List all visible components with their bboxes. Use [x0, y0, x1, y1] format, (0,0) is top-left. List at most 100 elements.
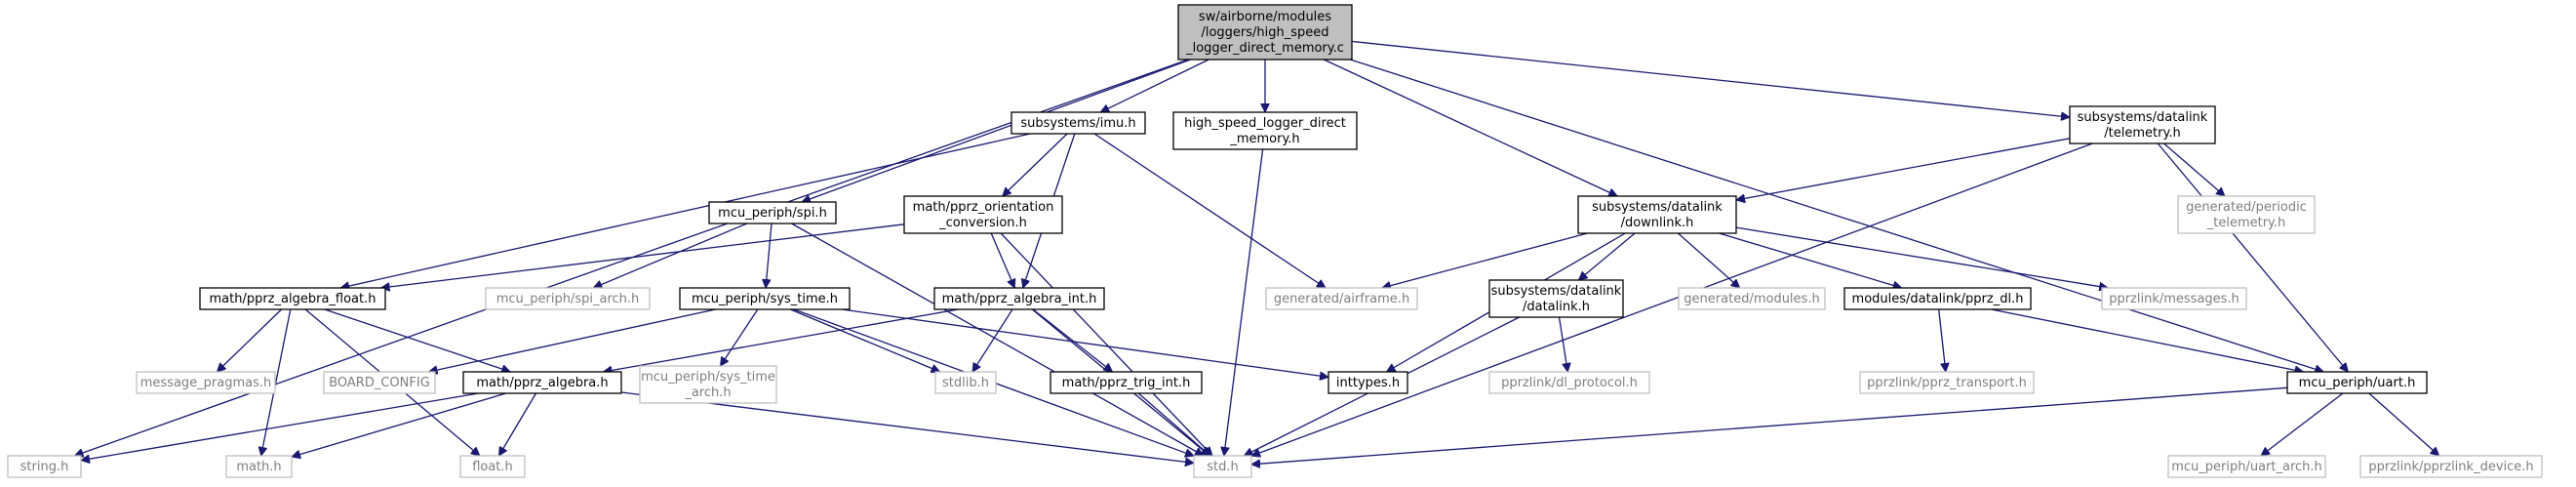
node-downlink[interactable]: subsystems/datalink/downlink.h [1577, 195, 1737, 234]
node-label: std.h [1207, 460, 1239, 474]
node-std: std.h [1193, 455, 1252, 478]
node-label: /datalink.h [1523, 300, 1590, 314]
edge-root-to-uart [1350, 59, 2323, 372]
node-box [1050, 371, 1203, 394]
edge-algint-to-alg [604, 308, 959, 372]
node-label: pprzlink/messages.h [2109, 292, 2239, 306]
node-label: inttypes.h [1336, 376, 1400, 390]
node-label: stdlib.h [942, 376, 989, 390]
node-label: high_speed_logger_direct [1184, 116, 1346, 131]
node-uart[interactable]: mcu_periph/uart.h [2286, 371, 2428, 394]
node-spi[interactable]: mcu_periph/spi.h [708, 201, 837, 224]
node-float: float.h [459, 455, 526, 478]
node-box [2069, 105, 2216, 144]
edge-spi-to-spiarch [593, 223, 748, 288]
edge-orient-to-std [1000, 232, 1212, 456]
node-label: _arch.h [684, 386, 731, 400]
edge-uart-to-std [1251, 386, 2288, 465]
node-messages: pprzlink/messages.h [2101, 287, 2247, 310]
node-airframe: generated/airframe.h [1265, 287, 1418, 310]
edge-pprzdl-to-transport [1938, 308, 1946, 372]
node-root[interactable]: sw/airborne/modules/loggers/high_speed_l… [1177, 4, 1353, 61]
node-math: math.h [225, 455, 293, 478]
node-trigint[interactable]: math/pprz_trig_int.h [1050, 371, 1203, 394]
edge-pprzdl-to-uart [1991, 308, 2304, 372]
node-box [2177, 195, 2316, 234]
node-modules: generated/modules.h [1678, 287, 1826, 310]
node-systimearch: mcu_periph/sys_time_arch.h [639, 365, 777, 404]
node-algfloat[interactable]: math/pprz_algebra_float.h [199, 287, 386, 310]
edge-hsl-to-std [1224, 148, 1264, 456]
node-pprzdl[interactable]: modules/datalink/pprz_dl.h [1843, 287, 2032, 310]
edge-algfloat-to-alg [324, 308, 511, 372]
edge-imu-to-orient [1003, 133, 1068, 196]
node-box [2167, 455, 2326, 478]
node-label: _memory.h [1229, 132, 1299, 146]
node-orient[interactable]: math/pprz_orientation_conversion.h [903, 195, 1063, 234]
edge-telemetry-to-downlink [1736, 138, 2071, 200]
edge-alg-to-float [497, 392, 537, 456]
edge-systime-to-inttypes [842, 308, 1328, 377]
node-box [934, 371, 997, 394]
node-label: /downlink.h [1621, 216, 1694, 230]
node-box [136, 371, 276, 394]
node-label: _conversion.h [938, 216, 1027, 230]
nodes-layer: sw/airborne/modules/loggers/high_speed_l… [7, 4, 2543, 478]
edge-algint-to-trigint [1032, 308, 1113, 372]
node-label: math/pprz_trig_int.h [1062, 376, 1191, 390]
edge-imu-to-algfloat [340, 133, 1031, 288]
node-label: math/pprz_algebra_int.h [942, 292, 1097, 306]
node-label: subsystems/datalink [2078, 110, 2208, 125]
edge-alg-to-math [292, 392, 506, 457]
edge-systime-to-stdlib [790, 308, 939, 372]
node-label: subsystems/imu.h [1020, 116, 1135, 131]
node-msgpragmas: message_pragmas.h [136, 371, 276, 394]
node-label: mcu_periph/sys_time [641, 370, 775, 385]
edge-spi-to-systime [766, 223, 773, 288]
node-label: /telemetry.h [2104, 126, 2180, 141]
edge-trigint-to-std [1137, 392, 1210, 456]
node-box [485, 287, 651, 310]
edge-orient-to-algfloat [381, 223, 905, 288]
node-imu[interactable]: subsystems/imu.h [1011, 111, 1146, 135]
node-box [1488, 279, 1624, 318]
node-box [1577, 195, 1737, 234]
edge-systime-to-systimearch [721, 308, 759, 366]
node-box [1488, 371, 1650, 394]
node-device: pprzlink/pprzlink_device.h [2359, 455, 2543, 478]
node-label: message_pragmas.h [140, 376, 272, 390]
node-alg[interactable]: math/pprz_algebra.h [462, 371, 622, 394]
edge-spi-to-std [791, 223, 1205, 457]
node-telemetry[interactable]: subsystems/datalink/telemetry.h [2069, 105, 2216, 144]
node-systime[interactable]: mcu_periph/sys_time.h [679, 287, 851, 310]
node-hsl[interactable]: high_speed_logger_direct_memory.h [1172, 111, 1358, 150]
node-inttypes[interactable]: inttypes.h [1328, 371, 1408, 394]
edge-downlink-to-datalink [1578, 232, 1636, 280]
edge-telemetry-to-periodic [2163, 142, 2226, 196]
edge-downlink-to-modules [1677, 232, 1739, 288]
node-box [323, 371, 436, 394]
node-label: _telemetry.h [2206, 216, 2286, 230]
node-box [7, 455, 82, 478]
node-box [1265, 287, 1418, 310]
node-label: math/pprz_orientation [913, 200, 1054, 215]
node-label: modules/datalink/pprz_dl.h [1852, 292, 2024, 306]
node-label: _logger_direct_memory.c [1185, 41, 1344, 56]
edge-algint-to-stdlib [971, 308, 1013, 372]
node-label: BOARD_CONFIG [329, 376, 430, 390]
node-box [462, 371, 622, 394]
node-box [1011, 111, 1146, 135]
edge-root-to-spi [802, 59, 1191, 202]
node-label: mcu_periph/sys_time.h [692, 292, 838, 306]
edge-algfloat-to-math [261, 308, 292, 456]
node-algint[interactable]: math/pprz_algebra_int.h [933, 287, 1105, 310]
node-stdlib: stdlib.h [934, 371, 997, 394]
node-label: math/pprz_algebra_float.h [210, 292, 376, 306]
node-label: mcu_periph/uart_arch.h [2171, 460, 2322, 474]
edge-root-to-telemetry [1351, 40, 2070, 117]
node-label: math/pprz_algebra.h [476, 376, 608, 390]
node-spiarch: mcu_periph/spi_arch.h [485, 287, 651, 310]
edge-alg-to-string [81, 392, 479, 461]
node-datalink[interactable]: subsystems/datalink/datalink.h [1488, 279, 1624, 318]
